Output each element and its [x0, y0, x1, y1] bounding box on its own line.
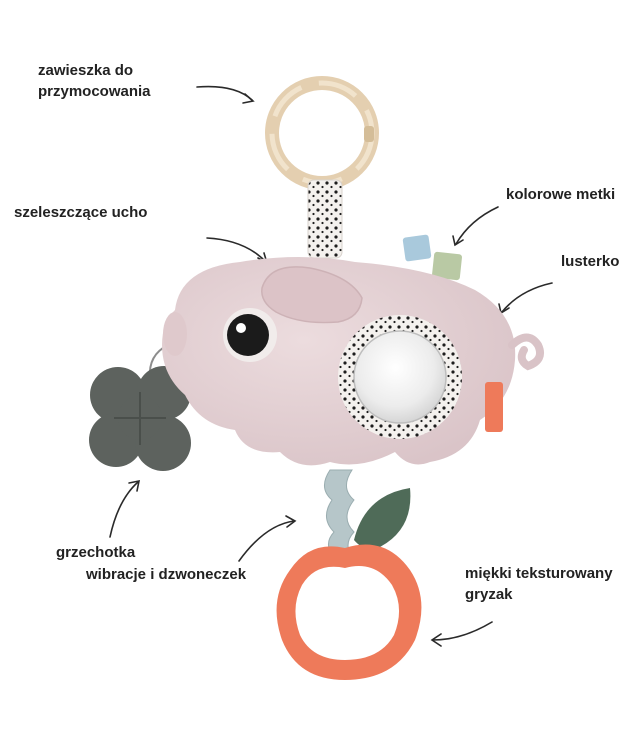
arrow-bell [238, 520, 295, 562]
leaf [354, 488, 411, 549]
label-hanger-line2: przymocowania [38, 83, 151, 100]
orange-teether [276, 544, 422, 680]
label-hanger-line1: zawieszka do [38, 62, 134, 79]
pointer-arrows [109, 85, 553, 647]
label-hanger: zawieszka do przymocowania [38, 60, 151, 102]
label-mirror: lusterko [561, 253, 620, 270]
arrow-rattle [109, 481, 139, 538]
mirror [338, 315, 462, 439]
label-teether: miękki teksturowany gryzak [465, 563, 613, 605]
arrow-ear [206, 237, 267, 263]
arrow-hanger [196, 85, 253, 101]
label-colored-tags: kolorowe metki [506, 186, 616, 203]
label-rattle: grzechotka [56, 544, 136, 561]
label-teether-line2: gryzak [465, 586, 513, 603]
label-vibration-bell: wibracje i dzwoneczek [86, 566, 247, 583]
arrow-mirror [501, 282, 553, 313]
arrow-tags [455, 206, 499, 245]
label-crinkle-ear: szeleszczące ucho [14, 204, 148, 221]
colored-tags [402, 234, 462, 281]
dotted-strap [307, 179, 343, 259]
wooden-ring [265, 76, 379, 190]
label-teether-line1: miękki teksturowany [465, 565, 613, 582]
arrow-teether [432, 621, 493, 641]
brand-tag [485, 382, 503, 432]
